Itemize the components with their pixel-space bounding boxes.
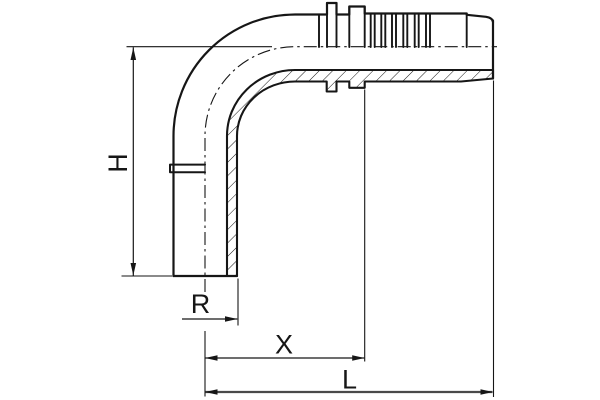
barb-serration-edges <box>318 2 468 48</box>
dim-label-l: L <box>342 365 357 395</box>
section-wall-path <box>225 68 495 278</box>
x-arrow-left <box>205 355 218 361</box>
dim-label-h: H <box>103 153 133 173</box>
extension-lines <box>121 46 495 397</box>
h-arrow-down <box>130 263 137 276</box>
h-arrow-up <box>130 47 137 60</box>
pipe-centerline <box>204 46 497 292</box>
centerlines <box>204 46 497 292</box>
dim-label-r: R <box>191 289 211 319</box>
section-wall-hatched <box>225 68 495 278</box>
leg-elbow-barb-silhouette <box>172 1 495 278</box>
fitting-outline <box>169 1 495 278</box>
l-arrow-left <box>205 389 218 395</box>
dimension-labels: H R X L <box>103 153 357 394</box>
l-arrow-right <box>480 389 493 395</box>
x-arrow-right <box>352 355 365 361</box>
dimension-arrowheads <box>130 47 493 395</box>
dim-label-x: X <box>275 330 293 360</box>
leg-collar-ring <box>169 163 206 174</box>
r-arrow-right <box>225 316 238 322</box>
